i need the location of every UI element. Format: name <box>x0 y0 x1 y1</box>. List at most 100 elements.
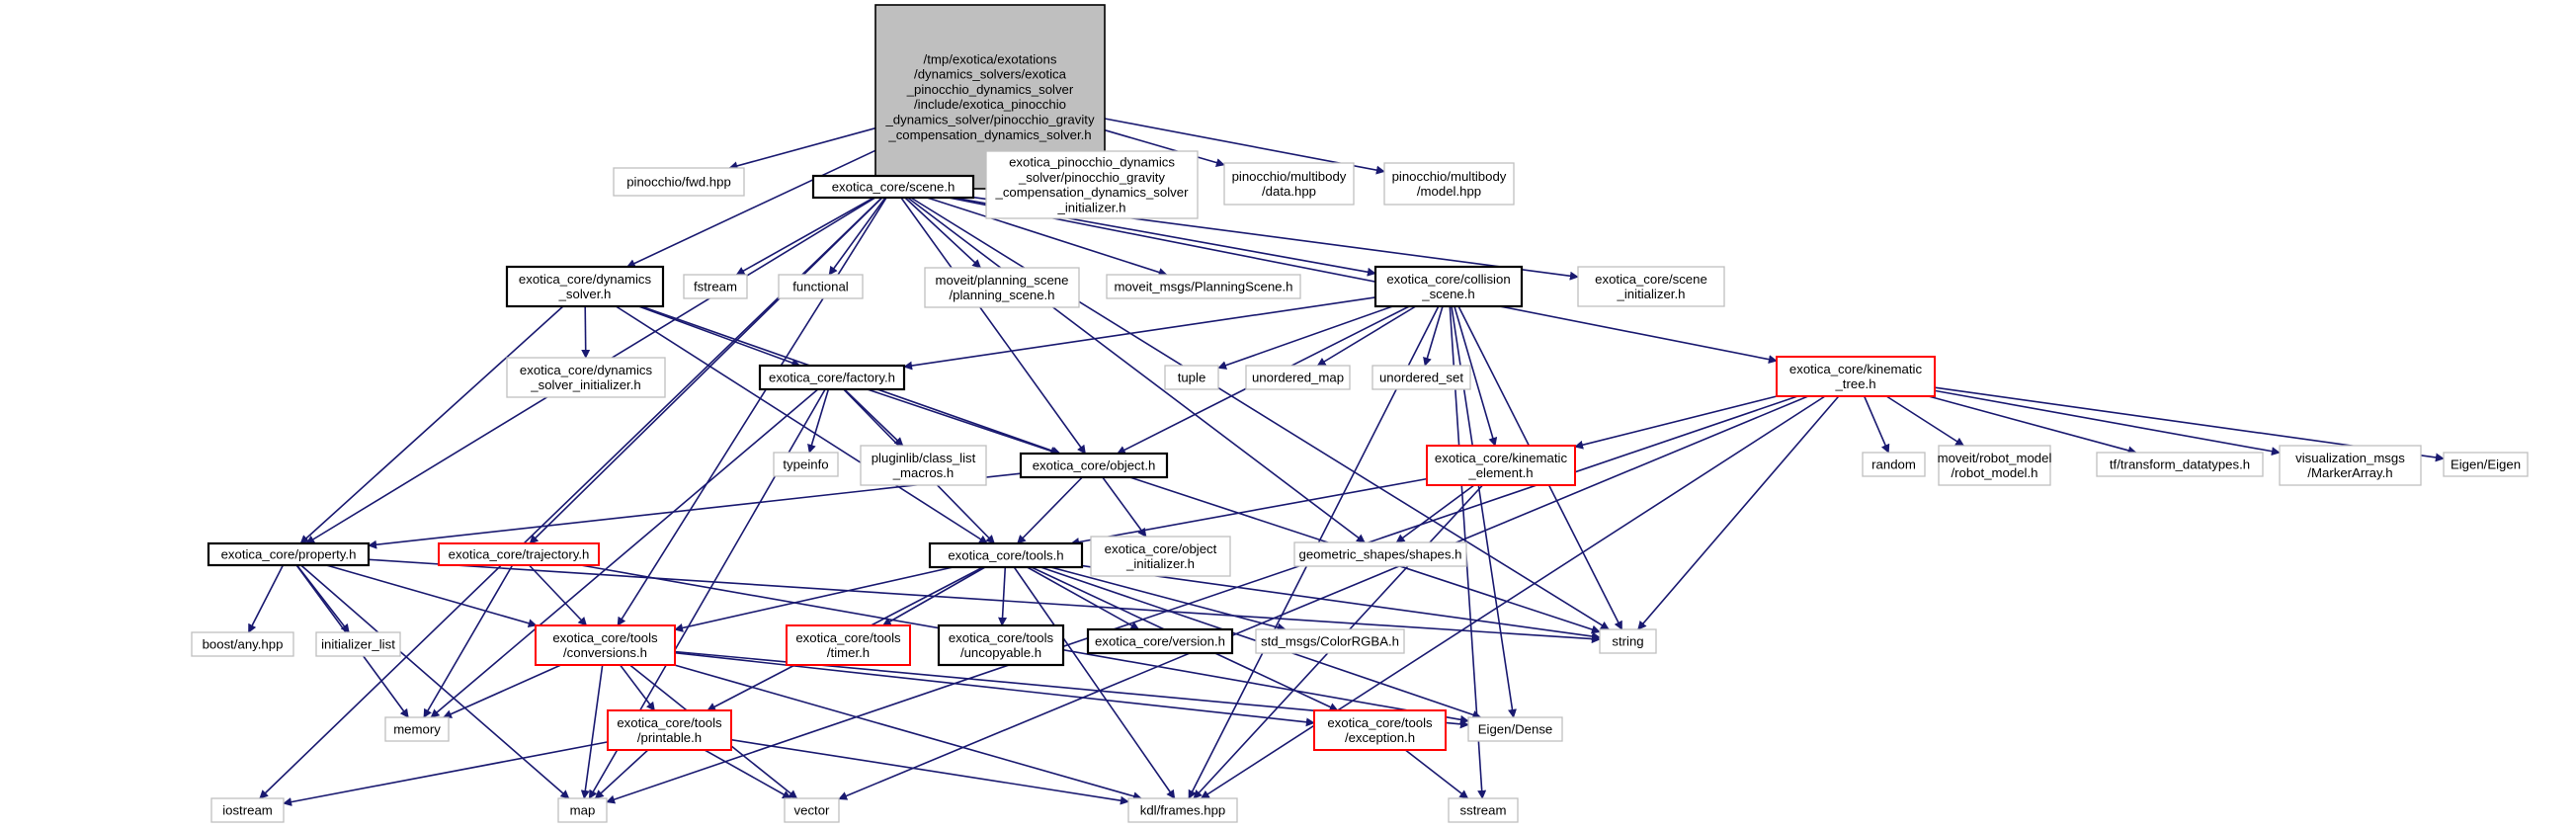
node-label-line: pinocchio/multibody <box>1392 169 1507 184</box>
node-box <box>985 150 1199 219</box>
node-label-line: tf/transform_datatypes.h <box>2110 457 2250 472</box>
node-label-line: exotica_core/tools <box>1327 715 1433 730</box>
edge-root-to-dyn_solver <box>625 149 876 268</box>
edge-dyn_solver-to-dyn_init <box>581 305 591 359</box>
edge-scene-to-functional <box>828 197 886 276</box>
edge-trajectory-to-conversions <box>528 564 588 626</box>
node-box <box>811 174 975 200</box>
node-box <box>191 631 294 657</box>
node-box <box>2443 452 2529 477</box>
node-vector: vector <box>784 797 840 823</box>
node-label-line: exotica_core/tools.h <box>948 548 1063 563</box>
node-box <box>1776 356 1936 397</box>
node-label-line: /robot_model.h <box>1952 465 2038 480</box>
node-box <box>860 445 987 486</box>
node-box <box>928 541 1084 569</box>
node-label-line: unordered_map <box>1252 371 1344 385</box>
node-label-line: random <box>1871 457 1916 472</box>
node-label-line: exotica_core/factory.h <box>769 371 895 385</box>
node-label-line: _macros.h <box>892 465 955 480</box>
node-label-line: Eigen/Eigen <box>2451 457 2521 472</box>
edge-kin_tree-to-vector <box>838 395 1809 800</box>
node-label-line: /planning_scene.h <box>949 288 1054 302</box>
node-label-line: exotica_core/tools <box>552 630 658 645</box>
node-property[interactable]: exotica_core/property.h <box>207 541 371 567</box>
node-label-line: iostream <box>222 803 273 818</box>
node-label-line: /dynamics_solvers/exotica <box>914 67 1067 82</box>
node-vis-msgs: visualization_msgs/MarkerArray.h <box>2279 445 2422 486</box>
node-box <box>1448 797 1519 823</box>
node-label-line: /data.hpp <box>1262 184 1316 199</box>
edge-factory-to-object <box>867 388 1060 456</box>
edge-scene-to-kin_tree <box>948 197 1778 365</box>
node-label-line: tuple <box>1178 371 1206 385</box>
node-kin-elem[interactable]: exotica_core/kinematic_element.h <box>1426 445 1576 486</box>
node-version[interactable]: exotica_core/version.h <box>1086 627 1234 655</box>
node-label-line: fstream <box>694 280 737 294</box>
node-label-line: _scene.h <box>1421 287 1475 301</box>
edge-property-to-conversions <box>326 564 538 628</box>
node-label-line: std_msgs/ColorRGBA.h <box>1261 634 1399 649</box>
node-timer[interactable]: exotica_core/tools/timer.h <box>786 624 911 666</box>
edge-tools-to-uncopyable <box>998 566 1008 626</box>
node-box <box>535 624 676 666</box>
edge-root-to-pin_fwd <box>728 126 876 171</box>
node-label-line: _pinocchio_dynamics_solver <box>906 82 1074 97</box>
node-factory[interactable]: exotica_core/factory.h <box>758 364 906 391</box>
node-label-line: _solver_initializer.h <box>530 377 640 392</box>
edge-scene-to-planning_scene <box>904 197 982 269</box>
node-exception[interactable]: exotica_core/tools/exception.h <box>1313 709 1447 751</box>
node-label-line: _tree.h <box>1834 376 1875 391</box>
node-label-line: exotica_core/scene <box>1595 272 1707 287</box>
node-label-line: exotica_core/trajectory.h <box>449 547 590 562</box>
edge-scene-to-conversions <box>617 197 887 626</box>
node-dyn-solver[interactable]: exotica_core/dynamics_solver.h <box>505 265 665 308</box>
edge-scene-to-trajectory <box>529 197 883 544</box>
edge-collision-to-kin_elem <box>1454 305 1498 447</box>
node-trajectory[interactable]: exotica_core/trajectory.h <box>438 542 600 566</box>
node-label-line: functional <box>792 280 849 294</box>
node-box <box>786 624 911 666</box>
node-label-line: pinocchio/multibody <box>1232 169 1347 184</box>
node-label-line: map <box>570 803 596 818</box>
node-printable[interactable]: exotica_core/tools/printable.h <box>607 709 732 751</box>
node-label-line: exotica_pinocchio_dynamics <box>1009 155 1175 170</box>
node-label-line: exotica_core/dynamics <box>520 363 653 377</box>
node-kdl-frames: kdl/frames.hpp <box>1127 797 1238 823</box>
node-scene[interactable]: exotica_core/scene.h <box>811 174 975 200</box>
node-box <box>937 623 1065 667</box>
node-pin-model: pinocchio/multibody/model.hpp <box>1383 162 1515 206</box>
node-planning-scene: moveit/planning_scene/planning_scene.h <box>924 267 1080 308</box>
node-kin-tree[interactable]: exotica_core/kinematic_tree.h <box>1776 356 1936 397</box>
node-label-line: /conversions.h <box>563 645 647 660</box>
edge-tools-to-kdl_frames <box>1013 566 1176 799</box>
node-box <box>438 542 600 566</box>
node-label-line: Eigen/Dense <box>1478 722 1553 737</box>
node-functional: functional <box>778 274 864 299</box>
edge-tools-to-string <box>1081 564 1601 641</box>
node-label-line: exotica_core/kinematic <box>1789 362 1923 376</box>
node-layer: /tmp/exotica/exotations/dynamics_solvers… <box>191 4 2529 823</box>
node-box <box>924 267 1080 308</box>
edge-kin_tree-to-map <box>606 395 1798 804</box>
node-label-line: exotica_core/collision <box>1386 272 1510 287</box>
edge-property-to-boost_any <box>247 564 285 633</box>
node-conversions[interactable]: exotica_core/tools/conversions.h <box>535 624 676 666</box>
node-scene-init: exotica_core/scene_initializer.h <box>1577 266 1725 307</box>
node-label-line: exotica_core/scene.h <box>832 180 956 195</box>
node-box <box>1090 536 1231 577</box>
node-map: map <box>557 797 608 823</box>
node-sstream: sstream <box>1448 797 1519 823</box>
node-tools[interactable]: exotica_core/tools.h <box>928 541 1084 569</box>
node-box <box>1577 266 1725 307</box>
node-object[interactable]: exotica_core/object.h <box>1019 452 1169 479</box>
node-init-list: initializer_list <box>315 631 401 657</box>
edge-kin_tree-to-kin_elem <box>1574 395 1778 450</box>
node-iostream: iostream <box>210 797 285 823</box>
edge-conversions-to-exception <box>674 651 1315 727</box>
node-uncopyable[interactable]: exotica_core/tools/uncopyable.h <box>937 623 1065 667</box>
node-collision[interactable]: exotica_core/collision_scene.h <box>1373 265 1524 308</box>
edge-collision-to-tuple <box>1217 305 1393 370</box>
node-label-line: /tmp/exotica/exotations <box>924 51 1057 66</box>
